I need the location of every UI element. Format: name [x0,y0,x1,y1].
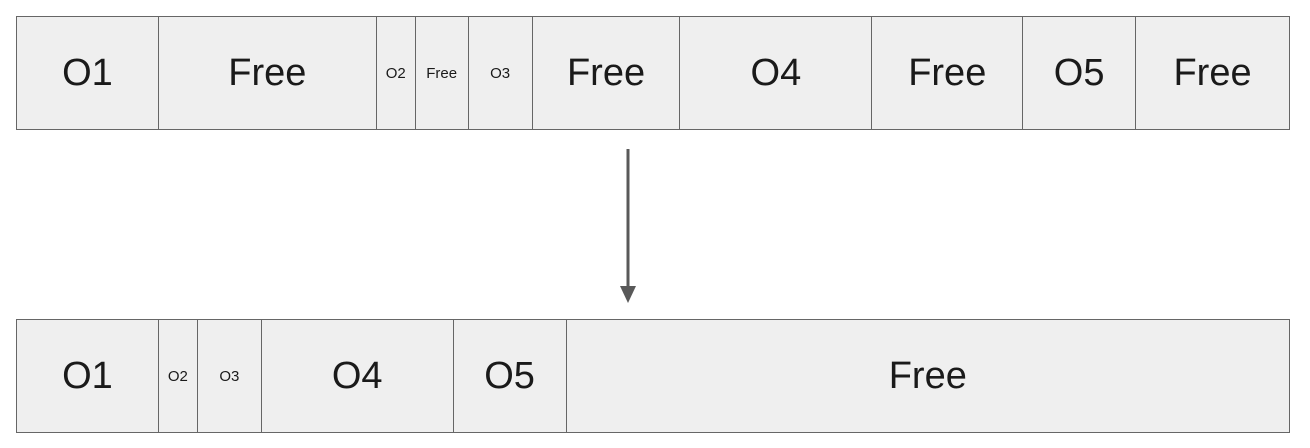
segment-label: O2 [167,367,188,385]
segment-label: O1 [62,354,113,397]
segment-label: O4 [750,51,802,94]
segment-label: O2 [385,64,406,82]
segment-free: Free [415,17,469,129]
arrow-down-icon [620,149,636,303]
memory-before-bar: O1 Free O2 Free O3 Free O4 Free O5 Free [16,16,1290,130]
segment-o1: O1 [17,320,159,432]
segment-o4: O4 [680,17,873,129]
segment-o3: O3 [468,17,533,129]
segment-label: O5 [1053,51,1105,94]
segment-label: O1 [62,51,113,94]
segment-free: Free [1136,17,1290,129]
segment-free: Free [158,17,377,129]
segment-label: Free [566,51,646,94]
segment-o5: O5 [453,320,567,432]
segment-label: Free [426,64,458,82]
memory-after-bar: O1 O2 O3 O4 O5 Free [16,319,1290,433]
segment-o2: O2 [158,320,198,432]
segment-label: O4 [331,354,383,397]
segment-o2: O2 [376,17,416,129]
segment-o3: O3 [197,320,262,432]
segment-label: Free [1173,51,1252,94]
segment-free: Free [566,320,1290,432]
segment-o1: O1 [17,17,159,129]
segment-label: O5 [484,354,535,397]
segment-o4: O4 [261,320,454,432]
segment-free: Free [872,17,1024,129]
segment-label: Free [908,51,987,94]
segment-free: Free [532,17,681,129]
segment-label: Free [228,51,307,94]
segment-label: O3 [490,64,511,82]
segment-o5: O5 [1023,17,1137,129]
segment-label: Free [888,354,967,397]
segment-label: O3 [219,367,240,385]
